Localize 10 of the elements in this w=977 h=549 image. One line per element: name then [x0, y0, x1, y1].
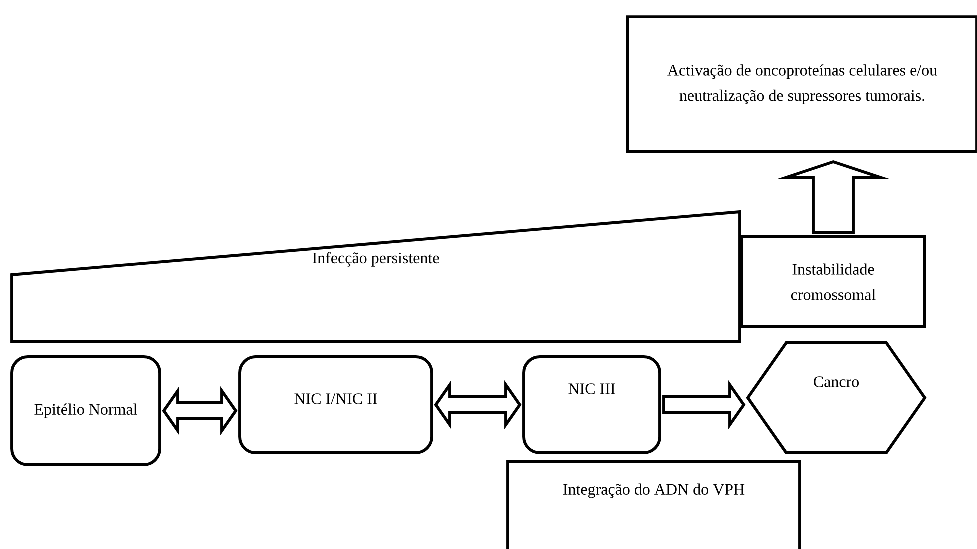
text-box: Activação de oncoproteínas celulares e/ou neutralização de supressores tumorais. [626, 16, 977, 154]
hexagon: Cancro [746, 342, 927, 454]
stage-box: NIC I/NIC II [238, 356, 434, 454]
text-box: Integração do ADN do VPH [506, 460, 802, 549]
stage-box: NIC III [522, 356, 662, 454]
wedge-band: Infecção persistente [10, 210, 742, 344]
block-arrow [776, 160, 891, 234]
text-box: Instabilidade cromossomal [740, 236, 926, 328]
block-arrow [662, 380, 746, 430]
stage-box: Epitélio Normal [10, 356, 162, 466]
